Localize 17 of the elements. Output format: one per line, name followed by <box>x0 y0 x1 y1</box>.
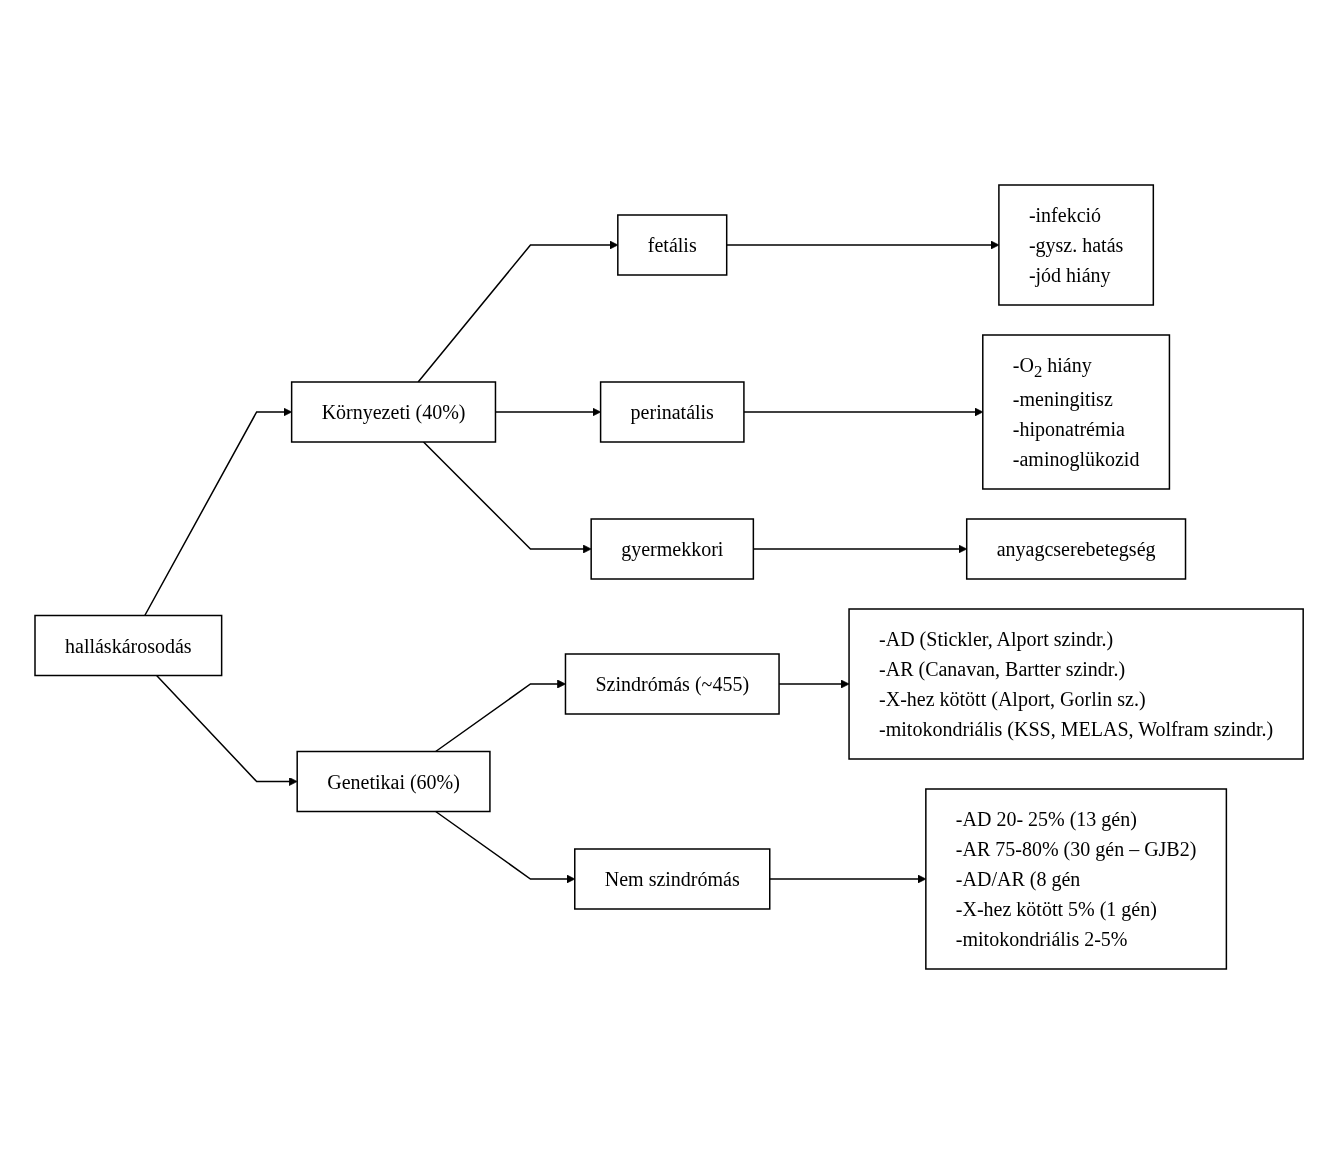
arrow <box>155 674 298 786</box>
arrow <box>422 441 592 554</box>
node-box: -AD (Stickler, Alport szindr.) -AR (Canavan, Bartter szindr.) -X-hez kötött (Alport, Gorlin sz.) -mitokondriális (KSS, MELAS, Wolfram szindr.) <box>848 608 1304 760</box>
node-box: halláskárosodás <box>34 614 223 677</box>
arrow <box>434 679 566 753</box>
node-box: fetális <box>617 214 728 276</box>
node-box: -infekció -gysz. hatás -jód hiány <box>998 184 1154 306</box>
node-box: Nem szindrómás <box>573 848 771 910</box>
node-box: Genetikai (60%) <box>296 750 491 813</box>
node-box: perinatális <box>599 381 745 443</box>
node-box: anyagcserebetegség <box>965 518 1187 580</box>
node-box: gyermekkori <box>590 518 754 580</box>
node-box: -AD 20- 25% (13 gén) -AR 75-80% (30 gén – GJB2) -AD/AR (8 gén -X-hez kötött 5% (1 gén) -mitokondriális 2-5% <box>925 788 1228 970</box>
node-box: Szindrómás (~455) <box>564 653 780 715</box>
arrow <box>143 407 292 617</box>
node-box: -O$_{2}$ hiány -meningitisz -hiponatrémia -aminoglükozid <box>981 334 1171 490</box>
node-box: Környezeti (40%) <box>290 381 497 443</box>
